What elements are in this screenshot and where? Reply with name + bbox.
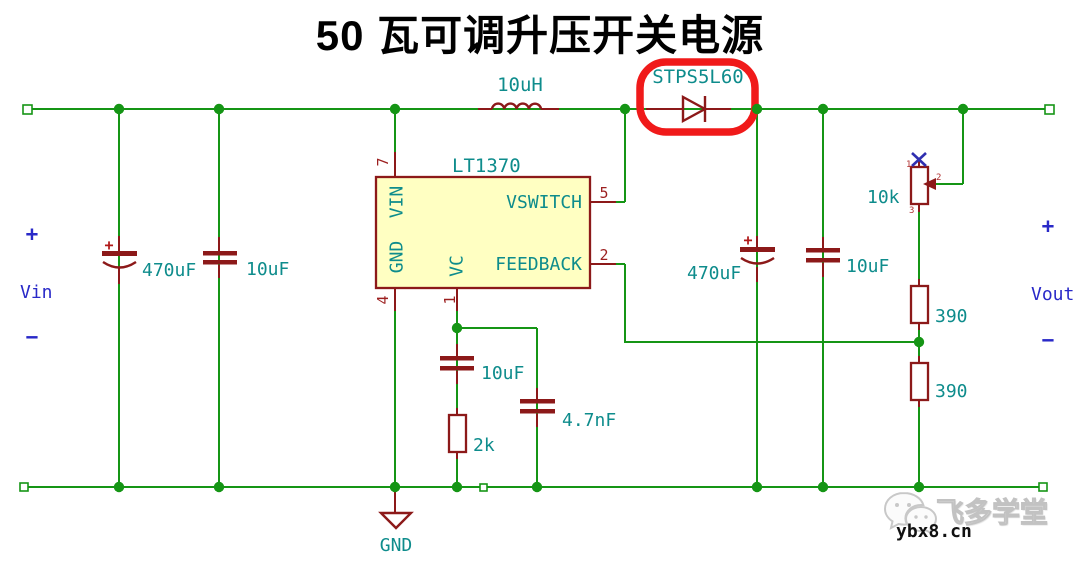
cap-out-bulk-plus: + (743, 231, 752, 249)
cap-out-bulk-symbol (740, 247, 775, 265)
ic-pin-number-4: 4 (374, 295, 392, 304)
label-res-div-lower: 390 (935, 381, 968, 402)
junction-dots (113, 103, 969, 493)
vout-plus: + (1042, 214, 1055, 238)
watermark-site: ybx8.cn (896, 521, 972, 542)
schematic-title: 50 瓦可调升压开关电源 (315, 12, 765, 59)
label-inductor-value: 10uH (497, 74, 543, 96)
res-vc-symbol (447, 413, 468, 454)
inductor-symbol (490, 102, 543, 110)
res-div-lower-symbol (909, 361, 930, 402)
ic-body (374, 175, 592, 290)
label-cap-in-bulk: 470uF (142, 260, 196, 281)
terminal-squares (19, 104, 1055, 492)
watermark: 飞多学堂 ybx8.cn (880, 489, 1080, 559)
vin-label: Vin (20, 282, 53, 303)
component-leads (118, 108, 920, 513)
ic-pin-label-vin: VIN (387, 186, 408, 219)
pot-pin-2: 2 (936, 173, 941, 183)
cap-in-bulk-plus: + (104, 236, 113, 254)
cap-out-ceramic-symbol (806, 248, 840, 263)
gnd-symbol (378, 511, 414, 530)
watermark-brand: 飞多学堂 (935, 497, 1049, 529)
label-res-vc: 2k (473, 435, 495, 456)
ic-pin-number-1: 1 (441, 295, 459, 304)
cap-in-bulk-symbol (102, 251, 137, 269)
ic-pin-number-7: 7 (374, 157, 392, 166)
pot-pin-3: 3 (909, 206, 914, 216)
schottky-diode-symbol (681, 94, 708, 124)
no-connect-x-icon (911, 152, 927, 167)
label-cap-in-ceramic: 10uF (246, 259, 289, 280)
vin-plus: + (26, 222, 39, 246)
ic-pin-label-gnd: GND (387, 241, 408, 274)
label-cap-out-bulk: 470uF (687, 263, 741, 284)
cap-in-ceramic-symbol (203, 251, 237, 265)
label-pot: 10k (867, 187, 900, 208)
vout-label: Vout (1031, 284, 1074, 305)
wechat-icon (883, 491, 938, 536)
res-div-upper-symbol (909, 284, 930, 325)
ic-pin-label-feedback: FEEDBACK (495, 254, 582, 275)
pot-pin-1: 1 (906, 160, 911, 170)
wires (24, 108, 1049, 488)
vin-minus: − (26, 325, 39, 349)
ic-pin-number-5: 5 (599, 184, 608, 202)
label-cap-vc: 10uF (481, 363, 524, 384)
label-diode-part: STPS5L60 (652, 66, 744, 88)
highlight-circle (636, 58, 759, 136)
vout-minus: − (1042, 328, 1055, 352)
ic-pin-number-2: 2 (599, 246, 608, 264)
label-cap-comp: 4.7nF (562, 410, 616, 431)
ic-pin-label-vc: VC (447, 255, 468, 277)
ic-pin-label-vswitch: VSWITCH (506, 192, 582, 213)
label-gnd: GND (380, 535, 413, 556)
ic-name: LT1370 (452, 155, 521, 177)
label-res-div-upper: 390 (935, 306, 968, 327)
cap-vc-symbol (440, 356, 474, 371)
potentiometer-symbol (909, 152, 936, 206)
cap-comp-symbol (520, 399, 555, 414)
label-cap-out-ceramic: 10uF (846, 256, 889, 277)
